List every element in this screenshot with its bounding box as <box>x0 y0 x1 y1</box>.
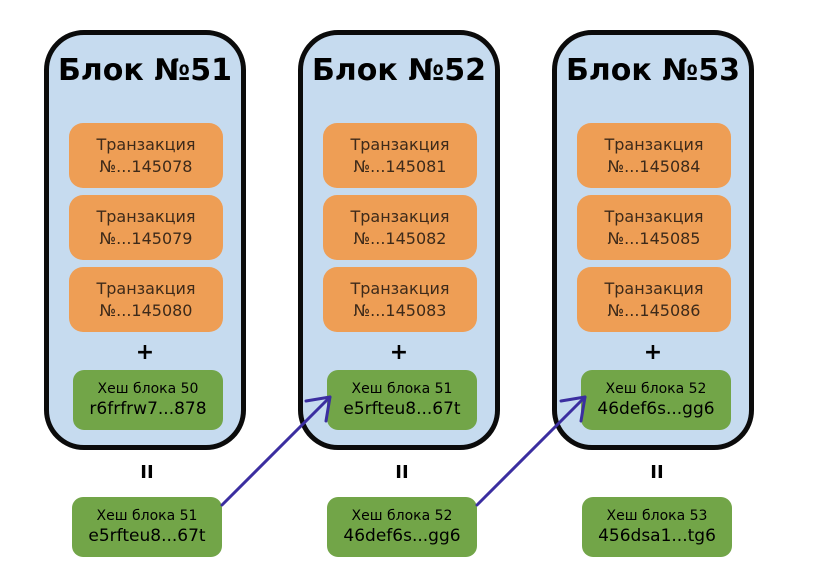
transaction-box: Транзакция №...145082 <box>323 195 477 260</box>
hash-value: 456dsa1...tg6 <box>598 526 716 546</box>
hash-value: r6frfrw7...878 <box>89 399 207 419</box>
link-arrow-51-52 <box>220 395 332 507</box>
transaction-box: Транзакция №...145080 <box>69 267 223 332</box>
transaction-number: №...145082 <box>353 228 447 248</box>
transaction-label: Транзакция <box>350 134 450 154</box>
previous-hash-box: Хеш блока 52 46def6s...gg6 <box>581 370 731 430</box>
transaction-number: №...145080 <box>99 300 193 320</box>
transaction-number: №...145078 <box>99 156 193 176</box>
equals-marker: II <box>650 462 664 483</box>
transaction-box: Транзакция №...145078 <box>69 123 223 188</box>
transaction-label: Транзакция <box>96 278 196 298</box>
transaction-label: Транзакция <box>604 278 704 298</box>
transaction-label: Транзакция <box>96 206 196 226</box>
block-hash-box: Хеш блока 51 e5rfteu8...67t <box>72 497 222 557</box>
transaction-label: Транзакция <box>604 134 704 154</box>
block-51: Блок №51 Транзакция №...145078 Транзакци… <box>44 30 246 450</box>
hash-value: 46def6s...gg6 <box>343 526 461 546</box>
hash-value: e5rfteu8...67t <box>88 526 206 546</box>
transaction-box: Транзакция №...145086 <box>577 267 731 332</box>
previous-hash-box: Хеш блока 51 e5rfteu8...67t <box>327 370 477 430</box>
block-hash-box: Хеш блока 52 46def6s...gg6 <box>327 497 477 557</box>
transaction-box: Транзакция №...145083 <box>323 267 477 332</box>
hash-label: Хеш блока 52 <box>605 381 707 397</box>
hash-label: Хеш блока 52 <box>351 508 453 524</box>
transaction-label: Транзакция <box>350 206 450 226</box>
plus-sign: + <box>643 340 663 365</box>
block-52: Блок №52 Транзакция №...145081 Транзакци… <box>298 30 500 450</box>
plus-sign: + <box>135 340 155 365</box>
block-53: Блок №53 Транзакция №...145084 Транзакци… <box>552 30 754 450</box>
transaction-number: №...145079 <box>99 228 193 248</box>
block-title: Блок №51 <box>57 53 233 88</box>
previous-hash-box: Хеш блока 50 r6frfrw7...878 <box>73 370 223 430</box>
hash-label: Хеш блока 50 <box>97 381 199 397</box>
hash-label: Хеш блока 51 <box>351 381 453 397</box>
transaction-box: Транзакция №...145079 <box>69 195 223 260</box>
transaction-label: Транзакция <box>604 206 704 226</box>
transaction-box: Транзакция №...145081 <box>323 123 477 188</box>
hash-value: 46def6s...gg6 <box>597 399 715 419</box>
transaction-box: Транзакция №...145084 <box>577 123 731 188</box>
transaction-box: Транзакция №...145085 <box>577 195 731 260</box>
block-hash-box: Хеш блока 53 456dsa1...tg6 <box>582 497 732 557</box>
transaction-number: №...145081 <box>353 156 447 176</box>
transaction-number: №...145085 <box>607 228 701 248</box>
transaction-label: Транзакция <box>350 278 450 298</box>
hash-label: Хеш блока 51 <box>96 508 198 524</box>
transaction-label: Транзакция <box>96 134 196 154</box>
equals-marker: II <box>140 462 154 483</box>
plus-sign: + <box>389 340 409 365</box>
hash-value: e5rfteu8...67t <box>343 399 461 419</box>
hash-label: Хеш блока 53 <box>606 508 708 524</box>
transaction-number: №...145084 <box>607 156 701 176</box>
transaction-number: №...145083 <box>353 300 447 320</box>
block-title: Блок №52 <box>311 53 487 88</box>
link-arrow-52-53 <box>475 395 587 507</box>
block-title: Блок №53 <box>565 53 741 88</box>
equals-marker: II <box>395 462 409 483</box>
transaction-number: №...145086 <box>607 300 701 320</box>
